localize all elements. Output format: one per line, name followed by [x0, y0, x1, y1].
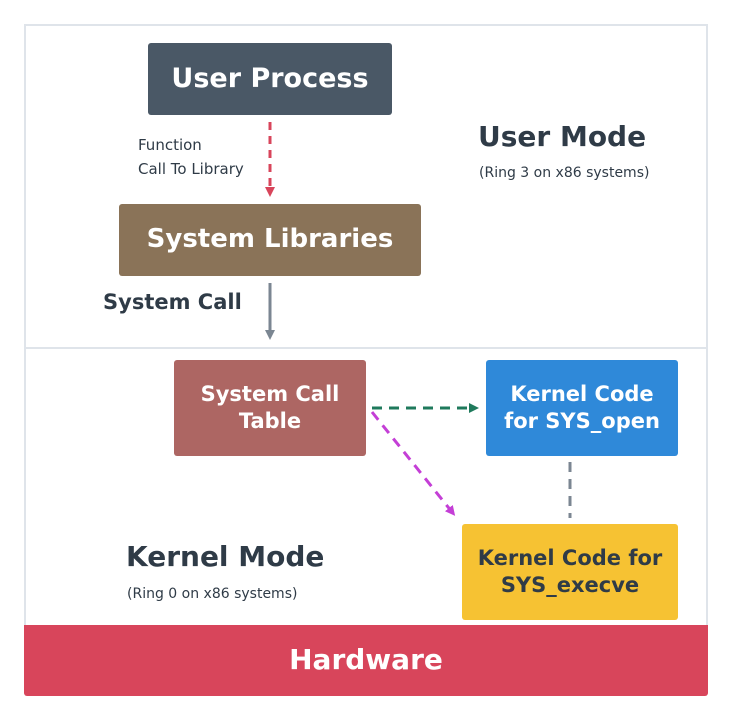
hardware-label: Hardware	[289, 643, 443, 677]
user-process-box: User Process	[148, 43, 392, 115]
user-process-label: User Process	[171, 63, 369, 95]
system-libraries-box: System Libraries	[119, 204, 421, 276]
kernel-code-sys-open-box: Kernel Code for SYS_open	[486, 360, 678, 456]
function-call-label: Function Call To Library	[138, 133, 244, 181]
kernel-mode-title: Kernel Mode	[126, 540, 325, 573]
system-call-table-label: System Call Table	[200, 381, 340, 433]
system-call-label: System Call	[103, 290, 242, 314]
system-libraries-label: System Libraries	[146, 224, 394, 255]
system-call-table-box: System Call Table	[174, 360, 366, 456]
user-mode-title: User Mode	[478, 120, 647, 153]
kernel-mode-subtitle: (Ring 0 on x86 systems)	[127, 586, 298, 602]
table-to-execve-arrow	[370, 411, 456, 516]
hardware-box: Hardware	[24, 625, 708, 696]
user-mode-subtitle: (Ring 3 on x86 systems)	[479, 165, 650, 181]
kernel-code-sys-execve-label: Kernel Code for SYS_execve	[477, 545, 663, 597]
function-call-label-line1: Function	[138, 136, 202, 154]
function-call-label-line2: Call To Library	[138, 160, 244, 178]
kernel-code-sys-open-label: Kernel Code for SYS_open	[504, 381, 660, 433]
kernel-code-sys-execve-box: Kernel Code for SYS_execve	[462, 524, 678, 620]
